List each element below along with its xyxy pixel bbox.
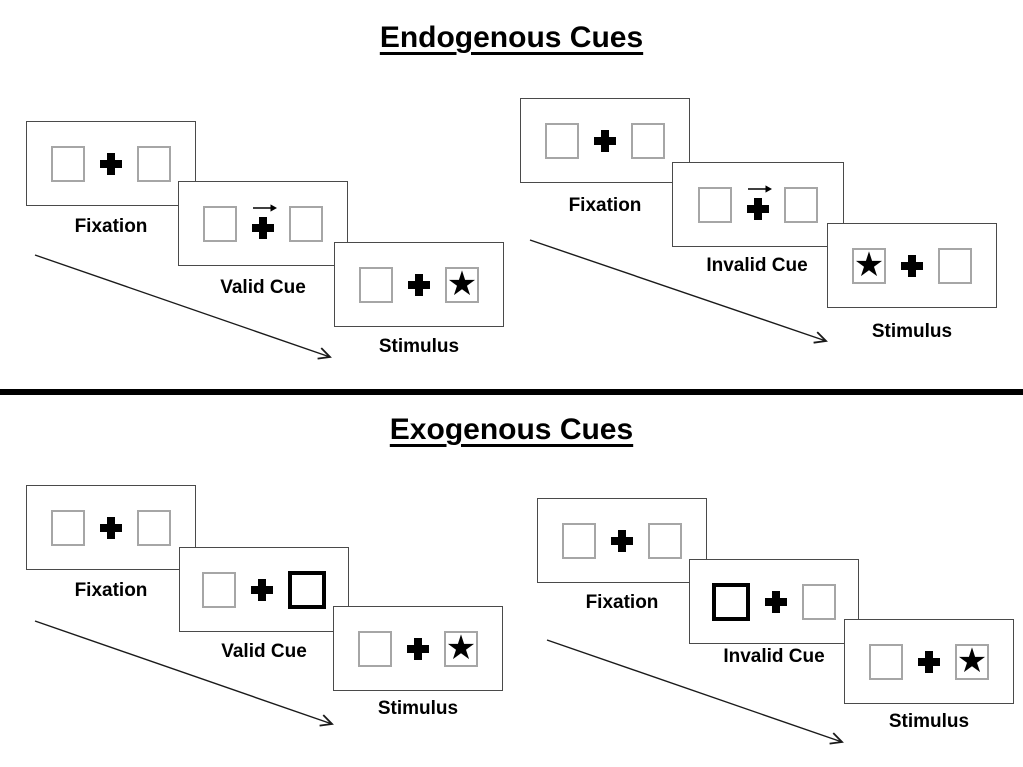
section-title-endogenous: Endogenous Cues: [0, 20, 1023, 56]
panel-exo-valid-stimulus: ★: [333, 606, 503, 691]
fixation-cross-icon: [252, 216, 274, 239]
panel-exo-invalid-stimulus: ★: [844, 619, 1014, 704]
star-stimulus-icon: ★: [853, 244, 885, 285]
label-fixation: Fixation: [568, 195, 642, 216]
placeholder-box-right: [938, 247, 972, 284]
placeholder-box-left: [562, 522, 596, 559]
panel-exo-invalid-cue: [689, 559, 859, 644]
fixation-cross-icon: [901, 254, 923, 277]
panel-exo-valid-fixation: [26, 485, 196, 570]
highlight-cue-box-left: [712, 582, 750, 621]
placeholder-box-right: [137, 145, 171, 182]
fixation-cross-icon: [747, 197, 769, 220]
placeholder-box-right: [648, 522, 682, 559]
label-invalid-cue: Invalid Cue: [706, 255, 808, 276]
panel-endo-invalid-stimulus: ★: [827, 223, 997, 308]
star-stimulus-icon: ★: [445, 627, 477, 668]
placeholder-box-right: [802, 583, 836, 620]
star-stimulus-icon: ★: [446, 263, 478, 304]
panel-endo-valid-cue: [178, 181, 348, 266]
placeholder-box-right: [137, 509, 171, 546]
panel-exo-invalid-fixation: [537, 498, 707, 583]
right-arrow-cue-icon: [253, 204, 277, 212]
label-invalid-cue: Invalid Cue: [723, 646, 825, 667]
stimulus-box-right: ★: [444, 627, 478, 668]
section-divider: [0, 389, 1023, 395]
placeholder-box-left: [545, 122, 579, 159]
placeholder-box-right: [289, 205, 323, 242]
fixation-cross-icon: [765, 590, 787, 613]
star-stimulus-icon: ★: [956, 640, 988, 681]
label-valid-cue: Valid Cue: [221, 641, 307, 662]
fixation-cross-icon: [251, 578, 273, 601]
panel-endo-valid-stimulus: ★: [334, 242, 504, 327]
label-fixation: Fixation: [585, 592, 659, 613]
placeholder-box-left: [51, 509, 85, 546]
fixation-cross-icon: [100, 516, 122, 539]
section-title-exogenous-text: Exogenous Cues: [389, 413, 634, 446]
placeholder-box-left: [869, 643, 903, 680]
label-stimulus: Stimulus: [871, 321, 953, 342]
panel-endo-invalid-cue: [672, 162, 844, 247]
stimulus-box-left: ★: [852, 244, 886, 285]
stimulus-box-right: ★: [445, 263, 479, 304]
label-stimulus: Stimulus: [377, 698, 459, 719]
fixation-cross-icon: [407, 637, 429, 660]
fixation-cross-icon: [100, 152, 122, 175]
fixation-cross-icon: [594, 129, 616, 152]
placeholder-box-right: [631, 122, 665, 159]
fixation-cross-icon: [408, 273, 430, 296]
placeholder-box-left: [359, 266, 393, 303]
section-title-exogenous: Exogenous Cues: [0, 412, 1023, 448]
panel-endo-valid-fixation: [26, 121, 196, 206]
placeholder-box-left: [698, 186, 732, 223]
right-arrow-cue-icon: [748, 185, 772, 193]
fixation-cross-icon: [611, 529, 633, 552]
label-fixation: Fixation: [74, 580, 148, 601]
label-valid-cue: Valid Cue: [220, 277, 306, 298]
panel-endo-invalid-fixation: [520, 98, 690, 183]
panel-exo-valid-cue: [179, 547, 349, 632]
placeholder-box-right: [784, 186, 818, 223]
timeline-arrow-exo-valid: [34, 620, 332, 724]
label-stimulus: Stimulus: [888, 711, 970, 732]
label-fixation: Fixation: [74, 216, 148, 237]
fixation-cross-icon: [918, 650, 940, 673]
stimulus-box-right: ★: [955, 640, 989, 681]
placeholder-box-left: [202, 571, 236, 608]
placeholder-box-left: [203, 205, 237, 242]
timeline-arrow-endo-valid: [34, 254, 330, 357]
highlight-cue-box-right: [288, 570, 326, 609]
placeholder-box-left: [51, 145, 85, 182]
label-stimulus: Stimulus: [378, 336, 460, 357]
placeholder-box-left: [358, 630, 392, 667]
section-title-endogenous-text: Endogenous Cues: [379, 21, 644, 54]
